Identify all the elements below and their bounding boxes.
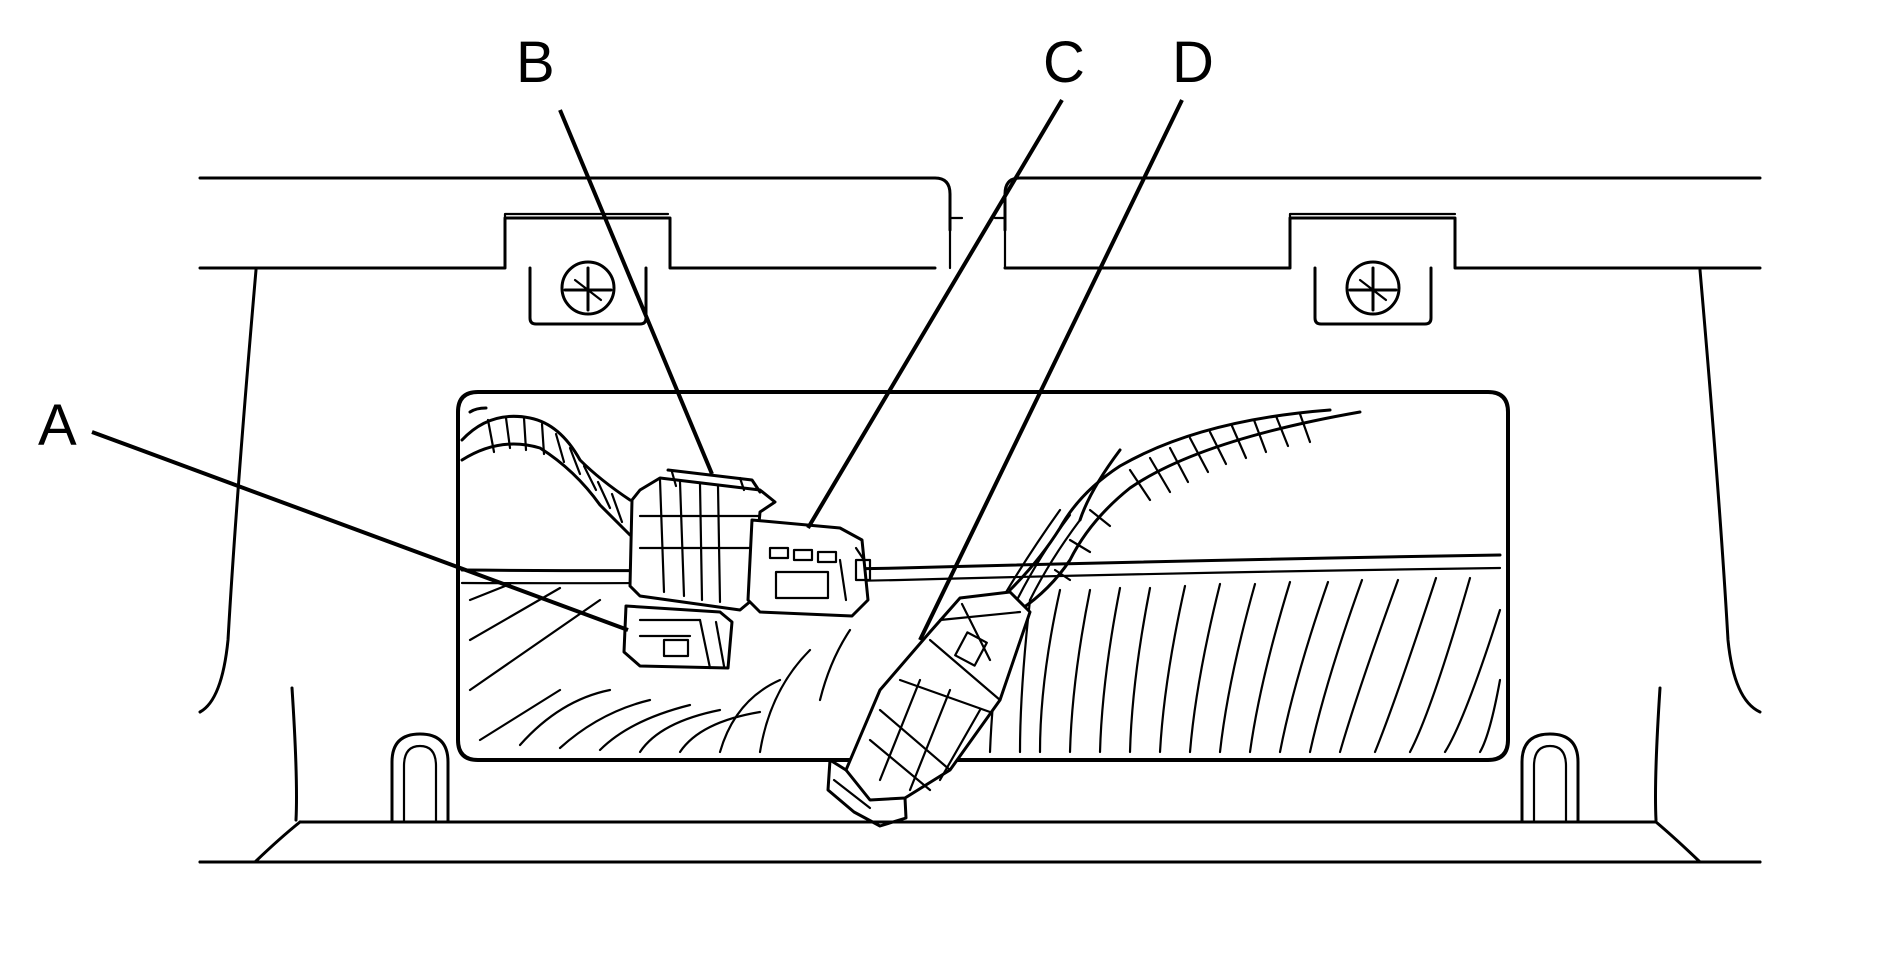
- connector-opening: [456, 390, 1510, 828]
- leader-a: [91, 430, 629, 632]
- screw-left: [560, 260, 616, 316]
- callout-label-d: D: [1172, 30, 1214, 95]
- right-wire-harness: [1003, 408, 1362, 612]
- leader-d: [918, 99, 1184, 641]
- leader-lines: [91, 98, 1184, 641]
- left-wire-harness: [460, 414, 632, 537]
- connector-d: [826, 590, 1032, 828]
- callout-label-b: B: [516, 30, 555, 95]
- connector-c: [746, 518, 872, 618]
- callout-label-a: A: [38, 393, 77, 458]
- leader-c: [806, 98, 1064, 530]
- screw-right: [1345, 260, 1401, 316]
- callout-label-c: C: [1043, 30, 1085, 95]
- panel-housing: [198, 176, 1762, 864]
- leader-b: [558, 109, 714, 475]
- connector-a: [622, 604, 734, 670]
